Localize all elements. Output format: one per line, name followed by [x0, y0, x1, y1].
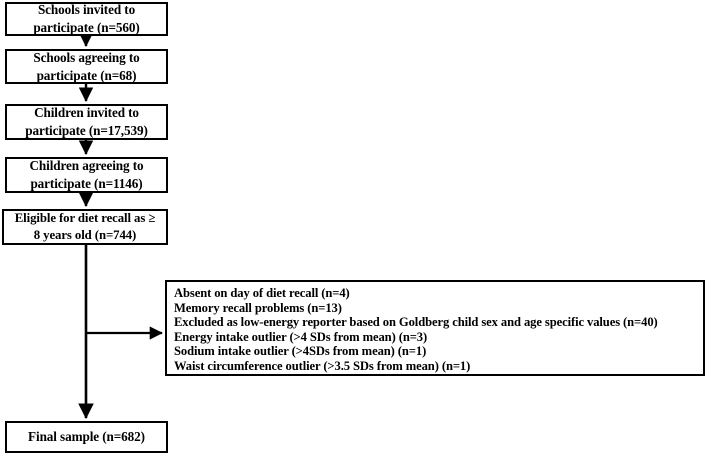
flow-node-children-invited: Children invited to participate (n=17,53…	[5, 104, 168, 140]
flow-node-eligible-diet-recall: Eligible for diet recall as ≥ 8 years ol…	[2, 209, 168, 245]
node-line: participate (n=68)	[36, 67, 137, 83]
node-line: Schools agreeing to	[33, 49, 140, 65]
exclusion-reasons-box: Absent on day of diet recall (n=4) Memor…	[165, 280, 705, 376]
exclusion-item: Waist circumference outlier (>3.5 SDs fr…	[174, 358, 471, 373]
node-line: Children agreeing to	[29, 158, 144, 174]
exclusion-item: Excluded as low-energy reporter based on…	[174, 315, 658, 330]
node-line: Final sample (n=682)	[28, 429, 145, 445]
exclusion-item: Memory recall problems (n=13)	[174, 300, 342, 315]
node-line: Children invited to	[34, 105, 139, 121]
node-line: participate (n=17,539)	[25, 123, 148, 138]
flow-node-final-sample: Final sample (n=682)	[5, 421, 168, 453]
exclusion-item: Energy intake outlier (>4 SDs from mean)…	[174, 329, 428, 344]
exclusion-item: Absent on day of diet recall (n=4)	[174, 286, 350, 300]
node-line: participate (n=560)	[33, 20, 140, 35]
node-line: 8 years old (n=744)	[33, 228, 137, 242]
node-line: Schools invited to	[37, 2, 136, 18]
flow-node-schools-invited: Schools invited to participate (n=560)	[5, 2, 168, 36]
exclusion-item: Sodium intake outlier (>4SDs from mean) …	[174, 344, 427, 359]
flow-node-children-agreeing: Children agreeing to participate (n=1146…	[5, 157, 168, 193]
node-line: participate (n=1146)	[30, 176, 143, 191]
node-line: Eligible for diet recall as ≥	[14, 210, 156, 225]
flow-node-schools-agreeing: Schools agreeing to participate (n=68)	[5, 49, 168, 84]
